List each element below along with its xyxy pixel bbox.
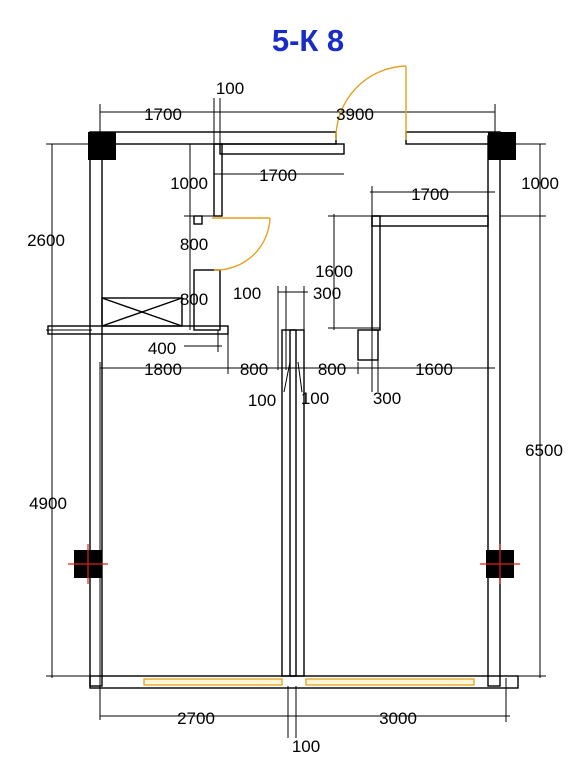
- dim-right-1000: 1000: [521, 174, 559, 193]
- entrance-door: [335, 65, 407, 141]
- window-right: [305, 678, 475, 686]
- dim-inner-100: 100: [233, 284, 261, 303]
- dim-inner-1700-a: 1700: [259, 166, 297, 185]
- dim-inner-300: 300: [313, 284, 341, 303]
- dim-left-4900: 4900: [29, 494, 67, 513]
- dim-mid-100-a: 100: [248, 391, 276, 410]
- plan-title: 5-К 8: [272, 23, 344, 58]
- dim-mid-300: 300: [373, 389, 401, 408]
- dim-bottom-100: 100: [292, 737, 320, 756]
- dim-bottom-2700: 2700: [177, 709, 215, 728]
- dim-left-2600: 2600: [27, 231, 65, 250]
- dimension-lines: [46, 98, 546, 738]
- dim-mid-1600: 1600: [415, 360, 453, 379]
- dim-top-1700: 1700: [144, 105, 182, 124]
- columns: [68, 132, 520, 584]
- dim-top-100: 100: [216, 79, 244, 98]
- window-left: [143, 678, 283, 686]
- dim-door-800: 800: [180, 235, 208, 254]
- dim-inner-1000: 1000: [170, 174, 208, 193]
- dim-mid-1800: 1800: [144, 360, 182, 379]
- dim-bottom-3000: 3000: [379, 709, 417, 728]
- dim-inner-1600: 1600: [315, 262, 353, 281]
- dim-mid-800-b: 800: [318, 360, 346, 379]
- dim-inner-1700-b: 1700: [411, 185, 449, 204]
- dim-mid-100-b: 100: [301, 389, 329, 408]
- walls: [47, 131, 519, 689]
- column-top-left: [88, 132, 116, 160]
- dim-mid-800-a: 800: [240, 360, 268, 379]
- dim-inner-800-b: 800: [180, 290, 208, 309]
- dim-top-3900: 3900: [336, 105, 374, 124]
- dim-inner-400: 400: [148, 339, 176, 358]
- dim-right-6500: 6500: [525, 441, 563, 460]
- column-top-right: [488, 132, 516, 160]
- bathroom-door: [212, 217, 271, 271]
